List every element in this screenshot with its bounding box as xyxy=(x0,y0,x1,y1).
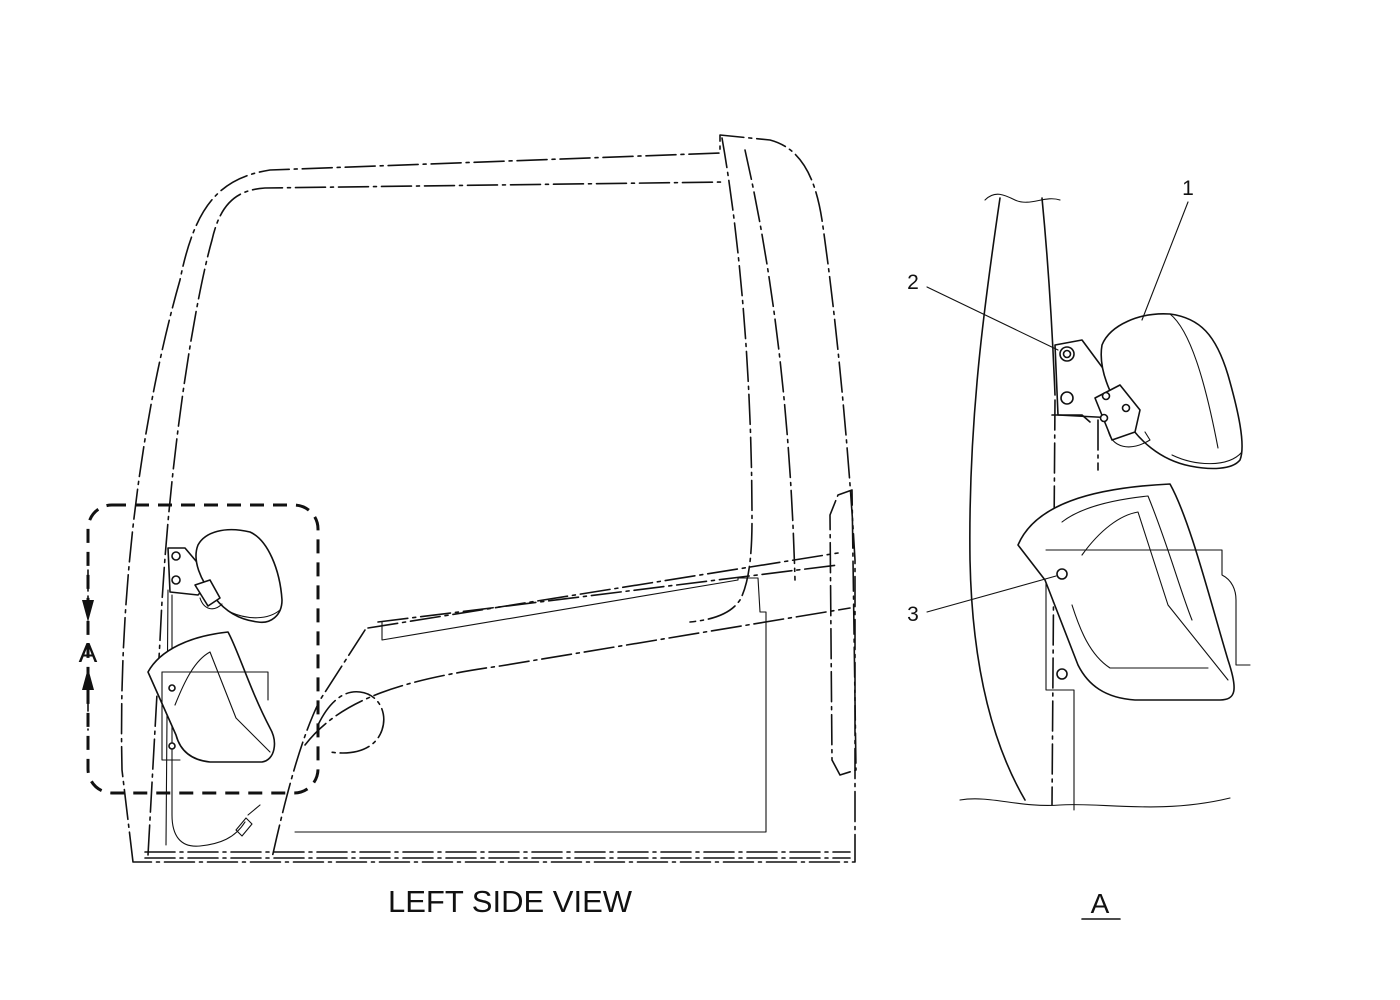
lower-panel xyxy=(294,577,767,833)
lamp-lens xyxy=(1171,451,1243,465)
lamp-screw-1 xyxy=(1101,391,1111,401)
detail-view-a: 1 2 3 A xyxy=(907,177,1251,920)
cab-outer-outline xyxy=(120,134,856,863)
plate-hole-small-2 xyxy=(168,742,176,750)
left-side-view: A LEFT SIDE VIEW xyxy=(79,134,857,919)
cab-inner-outline xyxy=(147,181,726,856)
callout-number-2: 2 xyxy=(907,271,919,294)
harness-loop-small xyxy=(199,597,223,610)
bracket-arm-small xyxy=(194,579,221,607)
section-letter: A xyxy=(79,637,98,668)
callout-number-1: 1 xyxy=(1182,177,1194,200)
break-line-bottom xyxy=(959,797,1231,808)
section-arrowhead-up xyxy=(82,668,94,690)
lamp-rim xyxy=(1169,313,1219,449)
rear-pillar-inner xyxy=(744,149,796,581)
mount-plate-small-vert xyxy=(161,671,181,761)
callout-number-3: 3 xyxy=(907,603,919,626)
lamp-screw-2 xyxy=(1121,403,1131,413)
plate-hole-2 xyxy=(1056,668,1068,680)
lower-unit-detail xyxy=(1017,419,1235,701)
lamp-face-small xyxy=(229,609,281,619)
lamp-screw-3 xyxy=(1099,413,1109,423)
detail-view-title: A xyxy=(1091,888,1110,919)
break-line-top xyxy=(984,193,1061,203)
pillar-inner xyxy=(1041,197,1056,396)
leader-line-3 xyxy=(926,575,1057,613)
lamp-cable xyxy=(1107,429,1151,448)
mounting-plate-outline xyxy=(1045,549,1251,666)
belt-line-upper-2 xyxy=(377,564,839,623)
mounting-plate-detail xyxy=(1045,549,1251,680)
pillar-edge-phantom-2 xyxy=(1045,549,1075,811)
section-a-indicator: A xyxy=(79,569,98,731)
front-step-bulge xyxy=(317,691,385,754)
lower-unit-inner-1 xyxy=(1061,495,1193,621)
wiring-harness xyxy=(171,594,246,847)
plate-hole-small-1 xyxy=(168,684,176,692)
belt-line-upper xyxy=(367,552,839,629)
lamp-assembly-small xyxy=(147,528,283,763)
rear-side-panel xyxy=(829,489,857,776)
lower-unit-outer xyxy=(1017,483,1235,701)
bracket-bolt-1-inner xyxy=(1062,349,1072,359)
lower-unit-inner xyxy=(174,651,271,753)
rear-pillar xyxy=(689,137,753,623)
lamp-detail xyxy=(1094,313,1243,470)
lower-unit-inner-2 xyxy=(1081,511,1229,681)
left-side-view-title: LEFT SIDE VIEW xyxy=(388,884,633,919)
bracket-foot xyxy=(1051,414,1091,423)
door-lower-diagonal xyxy=(304,607,851,746)
leader-line-2 xyxy=(926,286,1059,351)
bracket-bolt-2 xyxy=(1060,391,1074,405)
bolt-small-2 xyxy=(171,575,181,585)
section-arrowhead-down xyxy=(82,600,94,622)
harness-connector xyxy=(235,804,261,837)
plate-hole-1 xyxy=(1056,568,1068,580)
detail-a-boundary xyxy=(86,503,320,795)
lower-unit-inner-3 xyxy=(1071,604,1209,669)
mount-plate-small xyxy=(161,671,269,701)
pillar-outer xyxy=(969,197,1026,801)
left-pillar-inner xyxy=(165,589,169,846)
leader-line-1 xyxy=(1141,201,1189,321)
bolt-small-1 xyxy=(171,551,181,561)
lower-unit-small xyxy=(147,631,276,763)
